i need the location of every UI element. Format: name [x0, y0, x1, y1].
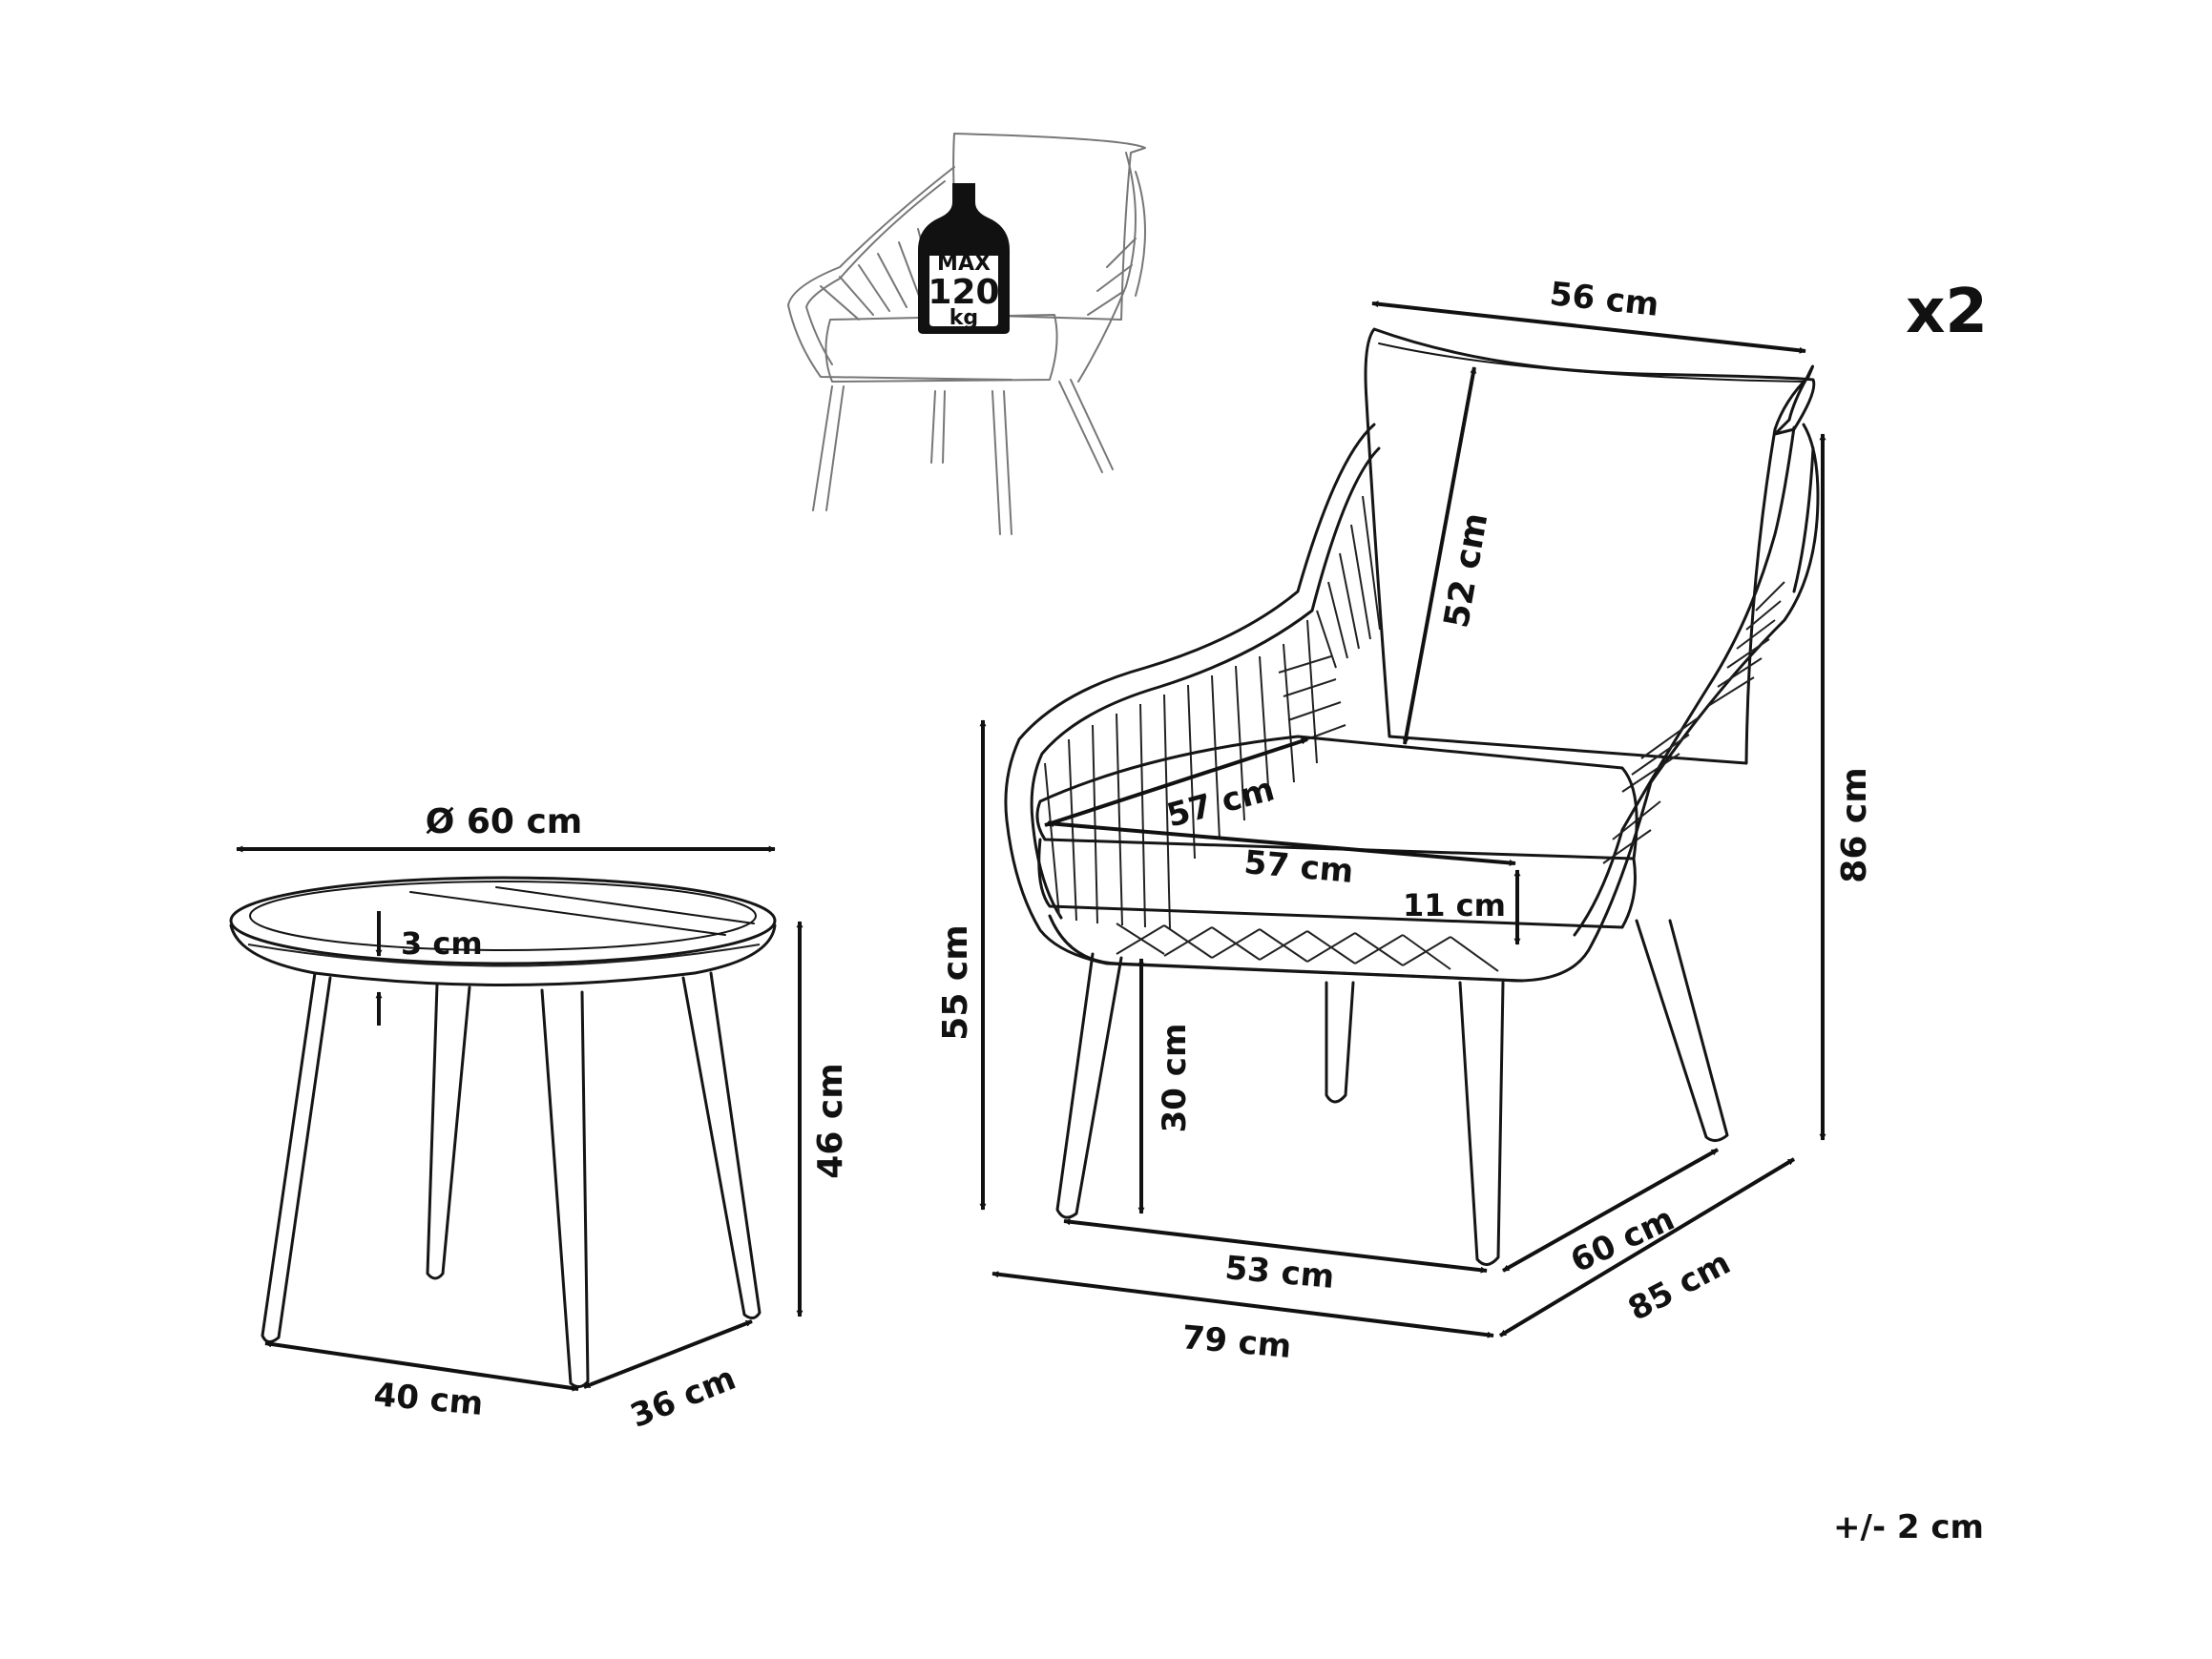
table-dimensions: Ø 60 cm 3 cm 46 cm 40 cm 36 cm	[236, 802, 850, 1436]
frame-clearance-label: 30 cm	[1156, 1024, 1194, 1133]
table-base-width-label: 40 cm	[372, 1376, 485, 1423]
leg-span-width-label: 53 cm	[1223, 1249, 1336, 1296]
load-badge-value: 120	[928, 273, 999, 312]
total-depth-label: 85 cm	[1622, 1244, 1737, 1329]
seat-cushion-thickness-label: 11 cm	[1403, 887, 1506, 923]
leg-span-depth-label: 60 cm	[1565, 1200, 1680, 1281]
table-height-label: 46 cm	[811, 1063, 850, 1178]
table-top-thickness-label: 3 cm	[401, 925, 483, 962]
armchair-right-weave	[1602, 581, 1785, 864]
table-diameter-label: Ø 60 cm	[426, 802, 583, 841]
load-badge-unit: kg	[949, 306, 978, 330]
total-width-label: 79 cm	[1180, 1318, 1293, 1366]
load-capacity-chair-illustration: MAX 120 kg	[787, 133, 1146, 535]
back-cushion-width-label: 56 cm	[1548, 275, 1660, 324]
seat-height-label: 55 cm	[936, 924, 975, 1040]
load-badge-max: MAX	[937, 252, 991, 276]
seat-width-label: 57 cm	[1242, 843, 1355, 891]
tolerance-note: +/- 2 cm	[1833, 1508, 1984, 1546]
side-table-drawing	[229, 876, 777, 1388]
armchair-drawing	[1004, 327, 1820, 1266]
weight-badge-icon: MAX 120 kg	[918, 183, 1010, 334]
quantity-label: x2	[1906, 277, 1988, 347]
armchair-dimensions: 56 cm 52 cm 57 cm 57 cm 11 cm 86 cm 55 c…	[936, 275, 1874, 1366]
table-base-depth-label: 36 cm	[625, 1359, 741, 1436]
total-height-label: 86 cm	[1835, 767, 1874, 882]
